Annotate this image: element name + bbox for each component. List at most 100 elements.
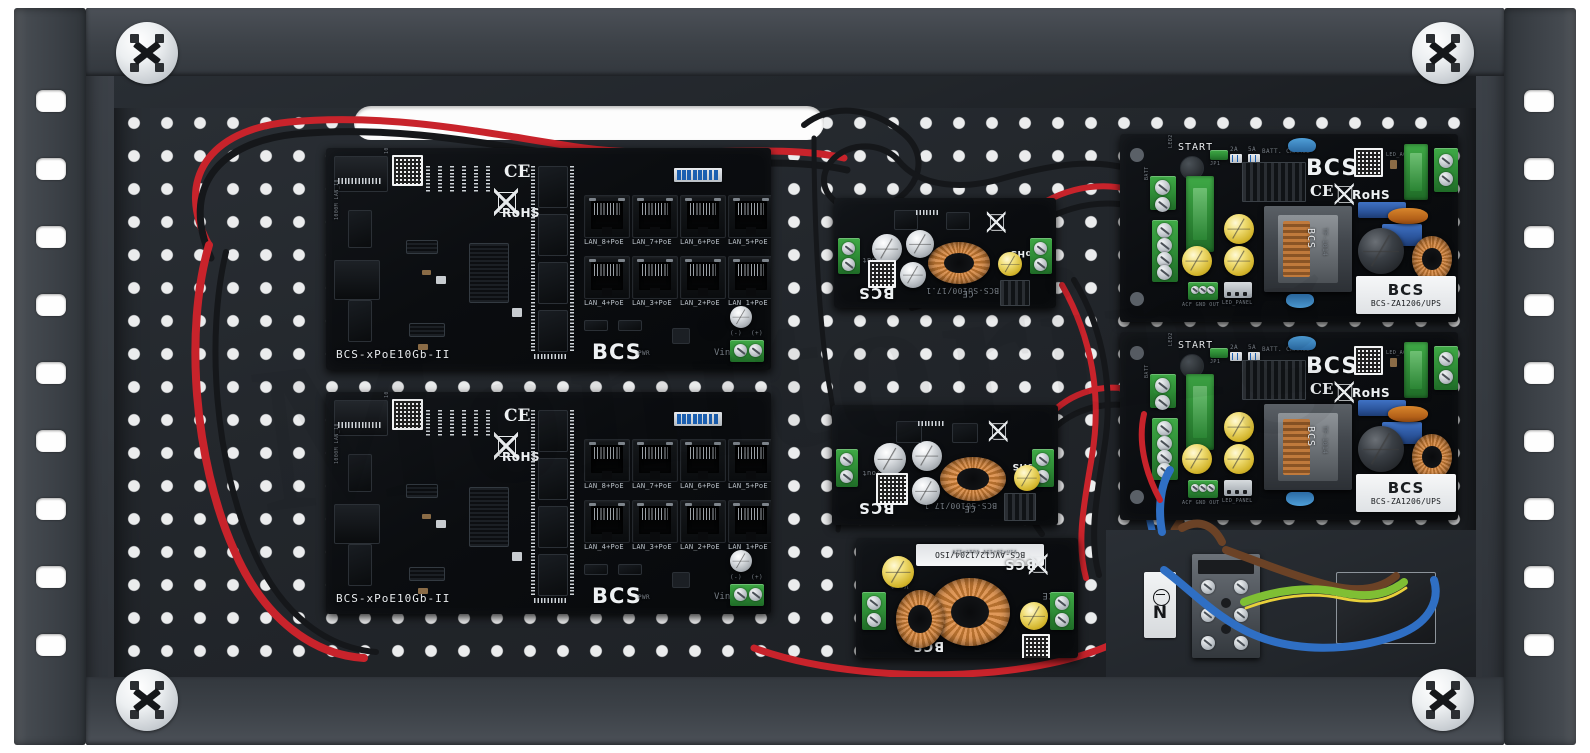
terminal-screw[interactable]	[734, 344, 747, 357]
rj45-port[interactable]	[584, 256, 630, 299]
rj45-port[interactable]	[584, 500, 630, 543]
terminal-screw[interactable]	[840, 470, 853, 483]
psu-model-label: BCS BCS-ZA1206/UPS	[1356, 474, 1456, 512]
output-terminal-block[interactable]	[1050, 592, 1074, 630]
terminal-screw[interactable]	[1155, 378, 1170, 393]
rj45-port[interactable]	[680, 256, 726, 299]
terminal-screw[interactable]	[1191, 484, 1199, 492]
mounting-screw-cap[interactable]	[1412, 669, 1474, 731]
mounting-screw-cap[interactable]	[1412, 22, 1474, 84]
rj45-port[interactable]	[728, 195, 771, 238]
weee-icon	[1028, 553, 1048, 576]
terminal-screw[interactable]	[1155, 197, 1170, 212]
cap-row	[438, 410, 442, 436]
terminal-screw[interactable]	[1034, 258, 1047, 271]
terminal-screw[interactable]	[1207, 286, 1215, 294]
led-panel-connector[interactable]	[1224, 480, 1252, 496]
charge-select-switch[interactable]	[1248, 352, 1260, 361]
charge-5a-label: 5A	[1248, 146, 1257, 153]
acf-gnd-out-connector[interactable]	[1188, 480, 1218, 498]
terminal-screw[interactable]	[1157, 436, 1172, 451]
rj45-port[interactable]	[632, 439, 678, 482]
terminal-screw[interactable]	[1055, 596, 1069, 610]
ac-fuse-holder[interactable]	[1404, 342, 1428, 398]
terminal-screw[interactable]	[1036, 453, 1049, 466]
output-terminal-block[interactable]	[1032, 449, 1054, 487]
charge-select-switch[interactable]	[1248, 154, 1260, 163]
dip-switch[interactable]	[674, 412, 722, 426]
terminal-screw[interactable]	[1439, 172, 1453, 186]
terminal-screw[interactable]	[842, 242, 855, 255]
dip-switch[interactable]	[674, 168, 722, 182]
terminal-screw[interactable]	[840, 453, 853, 466]
dc-converter-upper: BCS-SU100/17.1 BCS RoHS CE Vout	[834, 198, 1056, 308]
terminal-screw[interactable]	[1157, 223, 1172, 238]
terminal-screw[interactable]	[1199, 484, 1207, 492]
rj45-port[interactable]	[728, 256, 771, 299]
terminal-screw-live[interactable]	[1234, 580, 1248, 594]
terminal-screw[interactable]	[749, 588, 762, 601]
sfp-cage-lower	[334, 504, 380, 544]
charge-select-switch[interactable]	[1230, 352, 1242, 361]
terminal-screw[interactable]	[1157, 252, 1172, 267]
terminal-screw-neutral[interactable]	[1234, 636, 1248, 650]
power-terminal-block[interactable]	[730, 340, 764, 362]
terminal-screw-live[interactable]	[1201, 580, 1215, 594]
rj45-port[interactable]	[680, 500, 726, 543]
output-terminal-block[interactable]	[1152, 220, 1178, 282]
terminal-screw[interactable]	[1439, 154, 1453, 168]
terminal-screw[interactable]	[1207, 484, 1215, 492]
rj45-port[interactable]	[728, 500, 771, 543]
charge-select-switch[interactable]	[1230, 154, 1242, 163]
rj45-port[interactable]	[584, 195, 630, 238]
jumper-jp1[interactable]	[1210, 150, 1228, 160]
y-capacitor	[1286, 294, 1314, 308]
terminal-screw[interactable]	[749, 344, 762, 357]
output-terminal-block[interactable]	[1152, 418, 1178, 480]
input-terminal-block[interactable]	[862, 592, 886, 630]
terminal-screw[interactable]	[1199, 286, 1207, 294]
output-terminal-block[interactable]	[1030, 238, 1052, 274]
terminal-screw[interactable]	[1157, 265, 1172, 280]
input-terminal-block[interactable]	[836, 449, 858, 487]
rj45-port[interactable]	[632, 195, 678, 238]
terminal-screw[interactable]	[734, 588, 747, 601]
ac-input-terminal[interactable]	[1434, 346, 1458, 390]
mounting-screw-cap[interactable]	[116, 22, 178, 84]
rj45-port[interactable]	[680, 195, 726, 238]
rj45-port[interactable]	[680, 439, 726, 482]
terminal-screw[interactable]	[867, 596, 881, 610]
terminal-screw[interactable]	[1155, 180, 1170, 195]
rj45-port[interactable]	[632, 256, 678, 299]
terminal-screw[interactable]	[1191, 286, 1199, 294]
input-terminal-block[interactable]	[838, 238, 860, 274]
battery-terminal-block[interactable]	[1150, 176, 1176, 212]
fuse-holder[interactable]	[1186, 176, 1214, 252]
acf-gnd-out-connector[interactable]	[1188, 282, 1218, 300]
jumper-jp1[interactable]	[1210, 348, 1228, 358]
ac-fuse-holder[interactable]	[1404, 144, 1428, 200]
terminal-screw-earth[interactable]	[1234, 608, 1248, 622]
terminal-screw[interactable]	[1157, 238, 1172, 253]
battery-terminal-block[interactable]	[1150, 374, 1176, 410]
terminal-screw[interactable]	[1157, 421, 1172, 436]
terminal-screw[interactable]	[1055, 613, 1069, 627]
terminal-screw[interactable]	[1155, 395, 1170, 410]
cap-row	[450, 166, 454, 192]
power-terminal-block[interactable]	[730, 584, 764, 606]
fuse-holder[interactable]	[1186, 374, 1214, 450]
terminal-screw[interactable]	[1034, 242, 1047, 255]
terminal-screw[interactable]	[867, 613, 881, 627]
terminal-screw[interactable]	[1439, 370, 1453, 384]
led-panel-connector[interactable]	[1224, 282, 1252, 298]
ac-input-terminal[interactable]	[1434, 148, 1458, 192]
mounting-screw-cap[interactable]	[116, 669, 178, 731]
terminal-screw-neutral[interactable]	[1201, 636, 1215, 650]
terminal-screw[interactable]	[1439, 352, 1453, 366]
terminal-screw[interactable]	[842, 258, 855, 271]
terminal-screw[interactable]	[1157, 450, 1172, 465]
rj45-port[interactable]	[632, 500, 678, 543]
rj45-port[interactable]	[728, 439, 771, 482]
rj45-port[interactable]	[584, 439, 630, 482]
magnetics-module	[538, 262, 568, 304]
